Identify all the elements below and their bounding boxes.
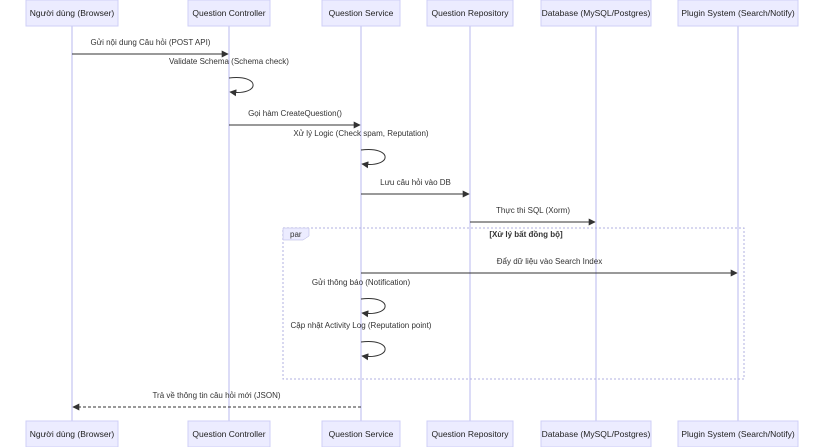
participant-label: Người dùng (Browser) xyxy=(30,429,115,439)
message-label: Cập nhật Activity Log (Reputation point) xyxy=(291,321,432,330)
message-7: Đẩy dữ liệu vào Search Index xyxy=(361,257,738,277)
participant-user-top: Người dùng (Browser) xyxy=(25,0,119,27)
participant-box xyxy=(25,420,119,447)
self-message-arrow xyxy=(360,149,386,169)
par-frame xyxy=(282,227,745,380)
participant-plugin-top: Plugin System (Search/Notify) xyxy=(677,0,799,27)
participant-label: Question Repository xyxy=(431,429,509,439)
message-label: Gọi hàm CreateQuestion() xyxy=(248,109,342,118)
participant-service-top: Question Service xyxy=(321,0,401,27)
participant-service-bottom: Question Service xyxy=(321,420,401,447)
participant-box xyxy=(677,420,799,447)
participant-plugin-bottom: Plugin System (Search/Notify) xyxy=(677,420,799,447)
message-label: Gửi nội dung Câu hỏi (POST API) xyxy=(91,38,211,47)
participant-label: Plugin System (Search/Notify) xyxy=(681,429,795,439)
message-label: Xử lý Logic (Check spam, Reputation) xyxy=(293,129,429,138)
message-label: Lưu câu hỏi vào DB xyxy=(380,178,451,187)
participant-label: Database (MySQL/Postgres) xyxy=(542,429,651,439)
participant-label: Question Controller xyxy=(192,8,265,18)
message-10: Trả về thông tin câu hỏi mới (JSON) xyxy=(72,391,361,411)
participant-database-top: Database (MySQL/Postgres) xyxy=(540,0,652,27)
self-message-arrow xyxy=(360,298,386,318)
par-tag xyxy=(282,227,310,241)
participant-box xyxy=(426,0,514,27)
par-fragment: par [Xử lý bất đồng bộ] xyxy=(282,227,745,380)
participant-database-bottom: Database (MySQL/Postgres) xyxy=(540,420,652,447)
message-label: Gửi thông báo (Notification) xyxy=(312,278,411,287)
participant-box xyxy=(677,0,799,27)
message-label: Thực thi SQL (Xorm) xyxy=(496,206,570,215)
message-9: Cập nhật Activity Log (Reputation point) xyxy=(291,321,432,361)
message-6: Thực thi SQL (Xorm) xyxy=(470,206,596,226)
participant-label: Database (MySQL/Postgres) xyxy=(542,8,651,18)
participant-box xyxy=(187,0,271,27)
participant-repository-bottom: Question Repository xyxy=(426,420,514,447)
participant-label: Question Service xyxy=(329,429,394,439)
message-2: Validate Schema (Schema check) xyxy=(169,57,289,97)
par-condition: [Xử lý bất đồng bộ] xyxy=(489,230,563,239)
message-1: Gửi nội dung Câu hỏi (POST API) xyxy=(72,38,229,58)
participant-label: Question Service xyxy=(329,8,394,18)
participant-user-bottom: Người dùng (Browser) xyxy=(25,420,119,447)
participant-box xyxy=(321,420,401,447)
participant-label: Plugin System (Search/Notify) xyxy=(681,8,795,18)
message-5: Lưu câu hỏi vào DB xyxy=(361,178,470,198)
self-message-arrow xyxy=(228,77,254,97)
participant-repository-top: Question Repository xyxy=(426,0,514,27)
participant-controller-bottom: Question Controller xyxy=(187,420,271,447)
message-8: Gửi thông báo (Notification) xyxy=(312,278,411,318)
message-4: Xử lý Logic (Check spam, Reputation) xyxy=(293,129,429,169)
participant-controller-top: Question Controller xyxy=(187,0,271,27)
message-label: Trả về thông tin câu hỏi mới (JSON) xyxy=(152,391,280,400)
participant-box xyxy=(321,0,401,27)
participant-box xyxy=(25,0,119,27)
participant-label: Người dùng (Browser) xyxy=(30,8,115,18)
participant-box xyxy=(187,420,271,447)
self-message-arrow xyxy=(360,341,386,361)
par-keyword: par xyxy=(290,230,302,239)
participant-label: Question Repository xyxy=(431,8,509,18)
message-label: Đẩy dữ liệu vào Search Index xyxy=(497,257,602,266)
participant-label: Question Controller xyxy=(192,429,265,439)
participant-box xyxy=(540,0,652,27)
participant-box xyxy=(426,420,514,447)
message-3: Gọi hàm CreateQuestion() xyxy=(229,109,361,129)
participant-box xyxy=(540,420,652,447)
message-label: Validate Schema (Schema check) xyxy=(169,57,289,66)
